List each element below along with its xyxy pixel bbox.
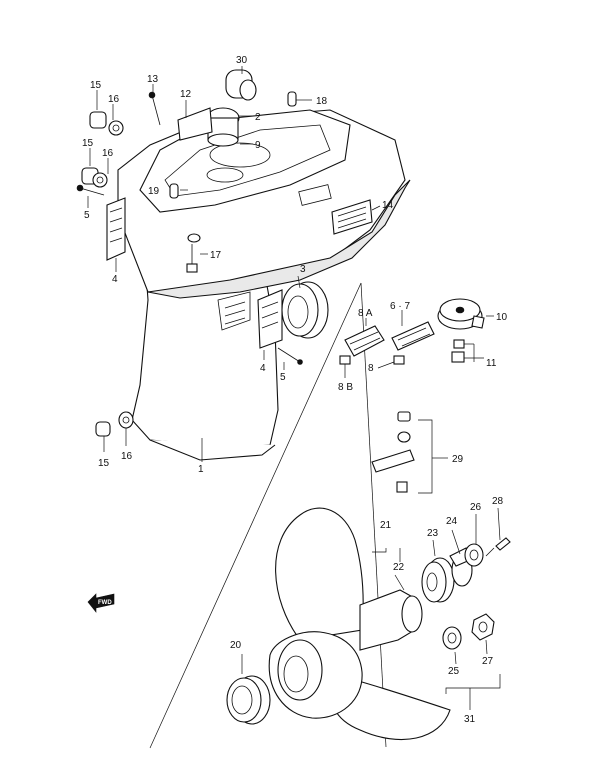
callout-16: 16 [102, 148, 114, 159]
nut-11 [451, 339, 465, 363]
forward-arrow-icon: FWD [87, 593, 115, 613]
callout-31: 31 [464, 714, 476, 725]
callout-8a: 8 A [358, 308, 373, 319]
callout-9: 9 [255, 140, 261, 151]
propeller [268, 507, 451, 741]
clip-group-29 [371, 411, 448, 494]
callout-29: 29 [452, 454, 464, 465]
fwd-label: FWD [98, 600, 112, 606]
pin-18 [287, 91, 297, 107]
callout-3: 3 [300, 264, 306, 275]
callout-27: 27 [482, 656, 494, 667]
callout-5: 5 [84, 210, 90, 221]
callout-22: 22 [393, 562, 405, 573]
callout-18: 18 [316, 96, 328, 107]
side-plate-14 [331, 199, 373, 235]
anode-right [257, 289, 303, 365]
callout-20: 20 [230, 640, 242, 651]
spacer-23 [421, 557, 455, 603]
dowel-19 [169, 183, 179, 199]
propeller-group-frame [149, 282, 387, 749]
callout-10: 10 [496, 312, 508, 323]
clamp-8a [339, 325, 385, 365]
callout-19: 19 [148, 186, 160, 197]
callout-24: 24 [446, 516, 458, 527]
callout-8b: 8 B [338, 382, 353, 393]
callout-4: 4 [260, 363, 266, 374]
washer-25 [442, 626, 462, 650]
callout-15: 15 [90, 80, 102, 91]
callout-28: 28 [492, 496, 504, 507]
oil-seal-3 [281, 281, 329, 339]
callout-21: 21 [380, 520, 392, 531]
clamp-6-7 [391, 321, 435, 365]
callout-1: 1 [198, 464, 204, 475]
bolt-17 [186, 233, 201, 273]
callout-15: 15 [98, 458, 110, 469]
callout-16: 16 [108, 94, 120, 105]
callout-labels: 30 13 12 15 16 18 2 9 15 16 19 5 14 17 4… [82, 55, 508, 725]
nut-26 [464, 543, 484, 567]
nut-and-washer-lower [95, 411, 134, 437]
callout-30: 30 [236, 55, 248, 66]
callout-26: 26 [470, 502, 482, 513]
callout-15: 15 [82, 138, 94, 149]
callout-6-7: 6 · 7 [390, 301, 410, 312]
cotter-pin-28 [485, 537, 511, 557]
bushing-20 [226, 675, 271, 725]
callout-13: 13 [147, 74, 159, 85]
cap-10 [437, 298, 485, 330]
plate [177, 107, 213, 141]
callout-8: 8 [368, 363, 374, 374]
anode-left [106, 197, 126, 261]
leader-lines [87, 66, 501, 710]
callout-16: 16 [121, 451, 133, 462]
callout-12: 12 [180, 89, 192, 100]
gear-case-housing [117, 109, 411, 461]
nut-and-washer-upper [76, 111, 124, 196]
nut-27 [471, 613, 495, 641]
callout-11: 11 [486, 358, 497, 369]
callout-23: 23 [427, 528, 439, 539]
callout-4: 4 [112, 274, 118, 285]
callout-2: 2 [255, 112, 261, 123]
drive-shaft-seal [225, 69, 257, 101]
callout-17: 17 [210, 250, 222, 261]
callout-14: 14 [382, 200, 394, 211]
screw-13 [148, 91, 161, 126]
callout-25: 25 [448, 666, 460, 677]
callout-5: 5 [280, 372, 286, 383]
